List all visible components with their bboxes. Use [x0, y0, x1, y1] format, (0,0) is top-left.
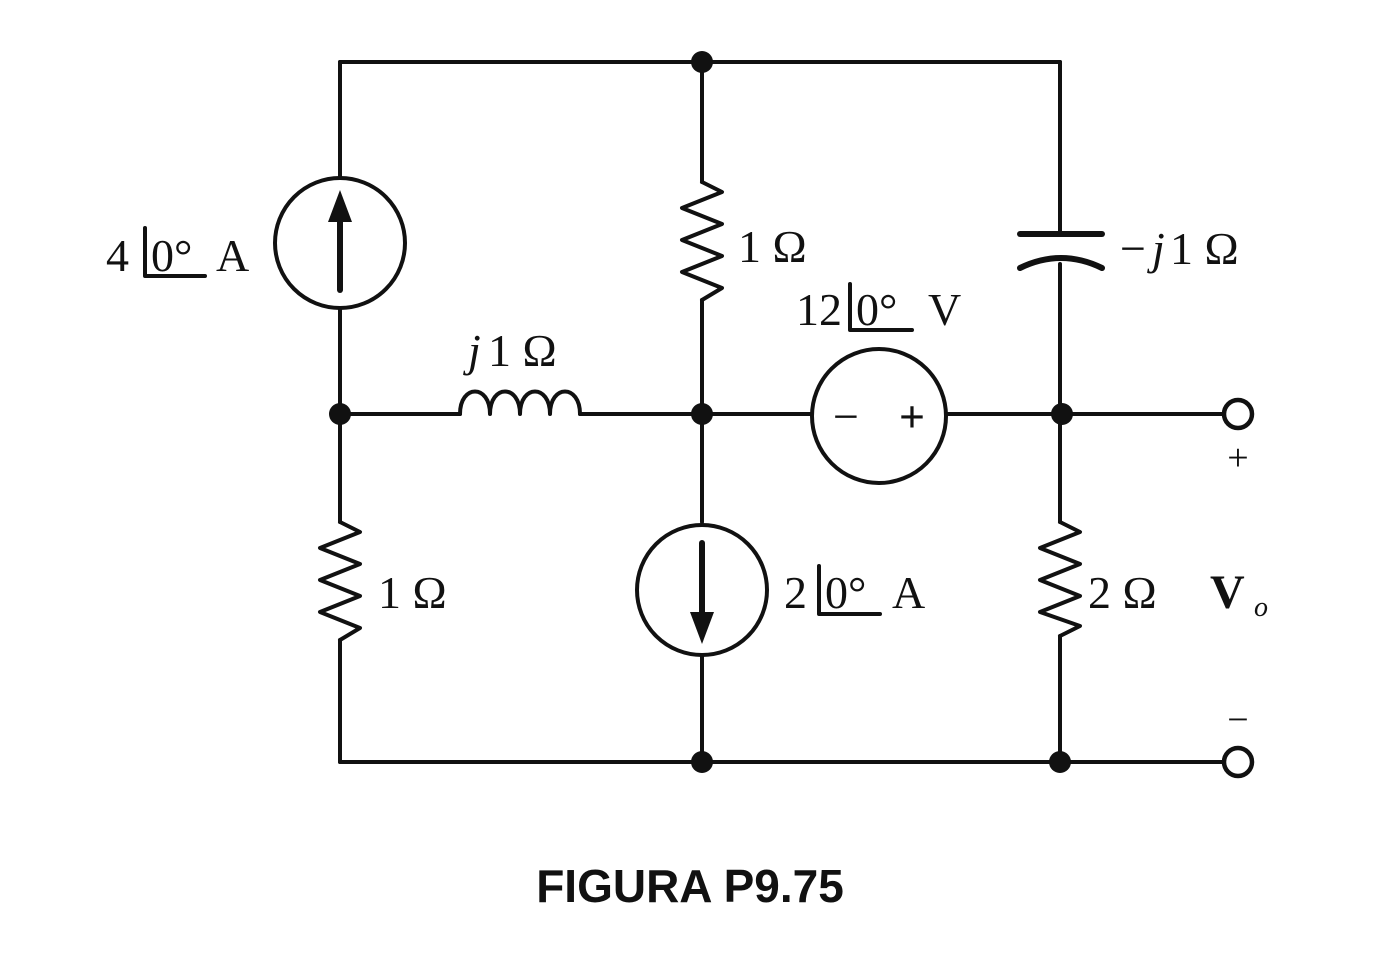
- label-vo-subscript: o: [1254, 592, 1268, 623]
- figure-caption: FIGURA P9.75: [536, 860, 844, 912]
- up-arrow-icon: [328, 190, 352, 222]
- current-source-2a: [635, 523, 769, 657]
- node-left: [329, 403, 351, 425]
- current-source-4a-circle: [273, 176, 407, 310]
- angle-symbol-icon: [848, 282, 914, 332]
- label-inductor-j: j: [463, 325, 481, 376]
- vsrc-plus-sign: +: [899, 391, 925, 442]
- label-vsrc-angle: 0°: [856, 284, 897, 335]
- node-top: [691, 51, 713, 73]
- output-terminal-bottom: [1221, 745, 1255, 779]
- resistor-right-bottom: [1038, 520, 1082, 638]
- wires: [338, 60, 1226, 764]
- resistor-left-bottom: [318, 520, 362, 642]
- label-capacitor-minus: −: [1120, 223, 1146, 274]
- inductor: [458, 389, 582, 416]
- label-voltage-source: 12 0° V: [796, 282, 961, 335]
- current-source-2a-circle: [635, 523, 769, 657]
- label-resistor-left: 1 Ω: [378, 567, 447, 618]
- label-inductor: j 1 Ω: [463, 325, 557, 376]
- down-arrow-icon: [690, 612, 714, 644]
- label-vsrc-unit: V: [928, 284, 961, 335]
- label-4a-unit: A: [216, 230, 249, 281]
- node-bottom-right: [1049, 751, 1071, 773]
- capacitor-plate-bottom: [1017, 255, 1105, 271]
- label-current-source-4a: 4 0° A: [106, 226, 249, 281]
- label-vo-plus: +: [1227, 437, 1248, 479]
- voltage-source-circle: [810, 347, 948, 485]
- label-current-source-2a: 2 0° A: [784, 564, 925, 618]
- junction-nodes: [329, 51, 1073, 773]
- current-source-4a: [273, 176, 407, 310]
- label-resistor-right: 2 Ω: [1088, 567, 1157, 618]
- node-middle: [691, 403, 713, 425]
- label-capacitor-j: j: [1147, 223, 1165, 274]
- label-resistor-top: 1 Ω: [738, 221, 807, 272]
- label-2a-magnitude: 2: [784, 567, 807, 618]
- capacitor: [1017, 231, 1105, 271]
- voltage-source-12v: − +: [810, 347, 948, 485]
- vsrc-minus-sign: −: [833, 391, 859, 442]
- label-vsrc-magnitude: 12: [796, 284, 842, 335]
- label-4a-angle: 0°: [151, 230, 192, 281]
- label-4a-magnitude: 4: [106, 230, 129, 281]
- label-output-voltage: V o + −: [1210, 437, 1268, 741]
- angle-symbol-icon: [817, 564, 882, 616]
- output-terminal-top: [1221, 397, 1255, 431]
- label-inductor-value: 1 Ω: [488, 325, 557, 376]
- label-capacitor-value: 1 Ω: [1170, 223, 1239, 274]
- label-vo-minus: −: [1227, 699, 1248, 741]
- label-capacitor: − j 1 Ω: [1120, 223, 1239, 274]
- label-vo-main: V: [1210, 566, 1245, 619]
- node-right: [1051, 403, 1073, 425]
- label-2a-unit: A: [892, 567, 925, 618]
- node-bottom-middle: [691, 751, 713, 773]
- resistor-top-middle: [680, 180, 724, 302]
- angle-symbol-icon: [143, 226, 207, 278]
- label-2a-angle: 0°: [825, 567, 866, 618]
